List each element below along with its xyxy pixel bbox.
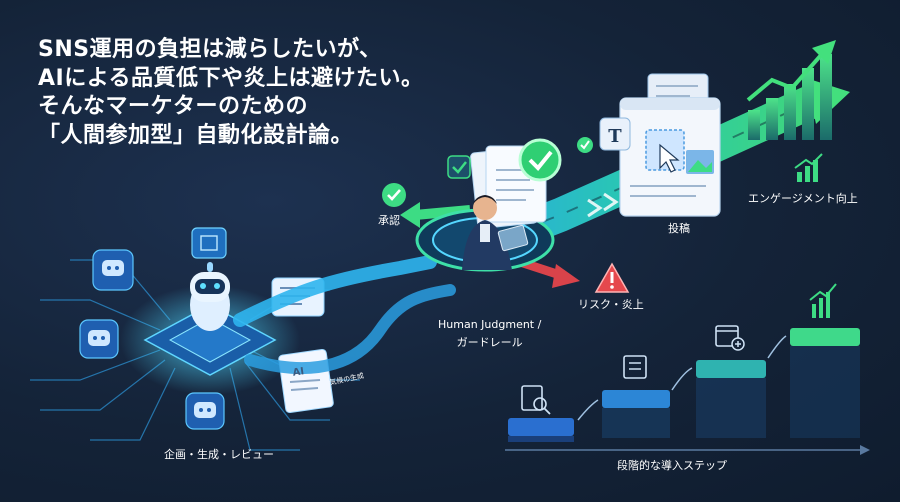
small-check-icon-1	[447, 155, 471, 179]
bot-icon-left-mid	[79, 319, 119, 359]
bot-icon-bottom	[185, 392, 225, 430]
lane-upper	[233, 255, 437, 327]
step-growth-icon	[809, 283, 837, 318]
engagement-bars	[748, 54, 832, 140]
small-check-icon-2	[577, 137, 593, 153]
check-badge-icon	[518, 138, 562, 182]
human-label-line-1: Human Judgment /	[438, 318, 542, 331]
lane-lower	[244, 284, 456, 374]
trend-up-arrow-icon	[746, 40, 836, 102]
human-judgment-label: Human Judgment / ガードレール	[438, 318, 541, 350]
step-arrows	[577, 335, 787, 421]
ai-label: 企画・生成・レビュー	[164, 448, 274, 461]
bot-icon-left-top	[92, 249, 134, 291]
risk-label: リスク・炎上	[578, 298, 644, 311]
approval-check-icon	[382, 183, 406, 207]
post-label: 投稿	[668, 222, 690, 235]
step-search-icon	[521, 385, 551, 415]
headline-line-1: SNS運用の負担は減らしたいが、	[38, 37, 382, 62]
robot-icon	[190, 262, 230, 331]
headline-line-2: AIによる品質低下や炎上は避けたい。	[38, 65, 424, 91]
scan-doc-icon	[191, 227, 227, 259]
ai-doc-card	[278, 348, 334, 414]
step-checklist-icon	[623, 355, 647, 379]
headline-line-4: 「人間参加型」自動化設計論。	[38, 122, 354, 148]
step-browser-add-icon	[715, 325, 745, 351]
post-icon-letter: T	[608, 126, 622, 147]
headline: SNS運用の負担は減らしたいが、 AIによる品質低下や炎上は避けたい。 そんなマ…	[38, 36, 424, 150]
warning-icon	[594, 262, 630, 293]
approval-label: 承認	[378, 214, 400, 227]
mini-chart-icon	[794, 153, 823, 182]
headline-line-3: そんなマーケターのための	[38, 94, 309, 120]
text-tool-icon	[599, 117, 631, 151]
ai-doc-caption: 気候の生成	[329, 371, 365, 387]
ai-doc-text: AI	[292, 366, 305, 378]
engagement-label: エンゲージメント向上	[748, 192, 858, 205]
post-window-main	[619, 97, 721, 217]
step-blocks	[508, 328, 860, 442]
steps-label: 段階的な導入ステップ	[617, 459, 727, 472]
human-label-line-2: ガードレール	[456, 336, 523, 349]
person-icon	[462, 195, 529, 270]
